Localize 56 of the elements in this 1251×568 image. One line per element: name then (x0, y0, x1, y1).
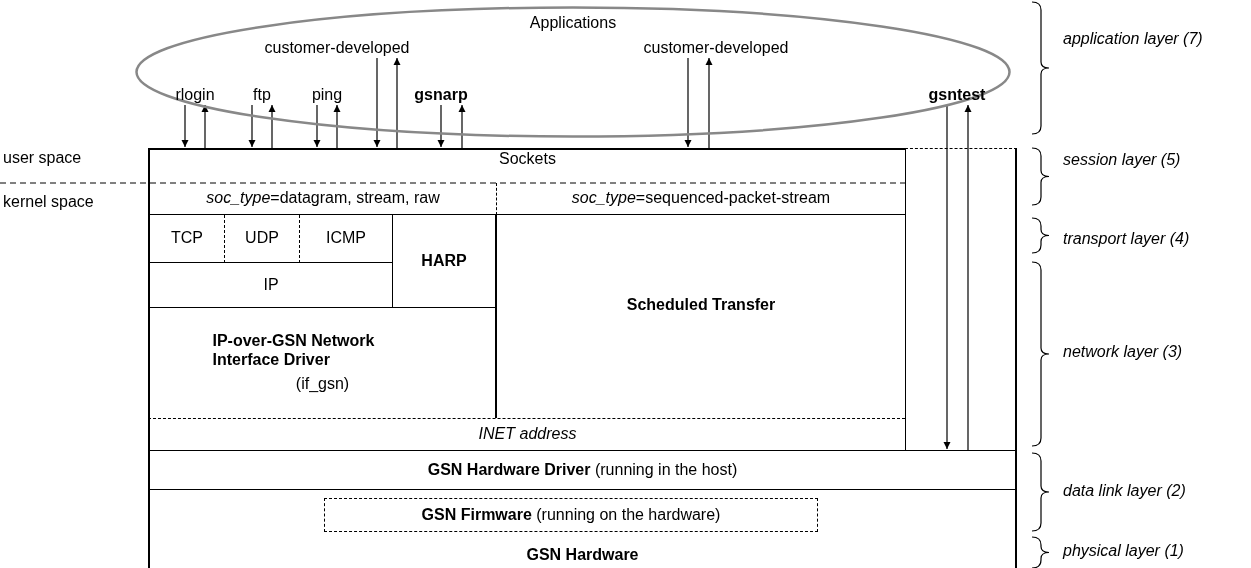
box-label: rlogin (175, 85, 215, 105)
box-label: GSN Hardware Driver (running in the host) (427, 460, 738, 480)
box-label: soc_type=datagram, stream, raw (206, 189, 440, 208)
box-label: customer-developed (643, 38, 789, 58)
arrow (684, 57, 692, 148)
layer-box (148, 148, 905, 183)
layer-box (148, 183, 497, 215)
box-sublabel: (if_gsn) (295, 375, 350, 394)
box-label: ftp (253, 85, 271, 105)
arrow (437, 104, 445, 148)
firmware-box (324, 498, 818, 532)
box-label: TCP (171, 229, 203, 248)
arrow (705, 57, 713, 150)
box-label: ICMP (326, 229, 366, 248)
arrow (393, 57, 401, 150)
arrow (943, 104, 951, 450)
layer-label: transport layer (4) (1063, 230, 1190, 248)
arrow (373, 57, 381, 148)
arrow (964, 104, 972, 452)
box-label: INET address (478, 425, 577, 444)
protocol-box (225, 215, 300, 263)
arrow (333, 104, 341, 150)
box-label: HARP (421, 251, 467, 271)
box-label: IP (263, 275, 279, 295)
arrow (268, 104, 276, 150)
address-box (148, 418, 905, 450)
space-label: kernel space (3, 193, 94, 211)
box-label: IP-over-GSN Network Interface Driver (212, 332, 376, 370)
driver-box (148, 450, 1017, 490)
box-label: Sockets (499, 150, 556, 169)
box-label: Scheduled Transfer (626, 296, 776, 315)
ellipse-node (135, 6, 1011, 138)
protocol-box (392, 215, 495, 308)
layer-label: application layer (7) (1063, 30, 1203, 48)
arrow (458, 104, 466, 150)
layer-label: physical layer (1) (1063, 542, 1184, 560)
box-label: customer-developed (264, 38, 410, 58)
box-label: UDP (245, 229, 279, 248)
box-label: GSN Firmware (running on the hardware) (421, 505, 721, 525)
layer-label: network layer (3) (1063, 343, 1183, 361)
layer-label: session layer (5) (1063, 151, 1181, 169)
box-label: GSN Hardware (526, 545, 639, 564)
arrow (201, 104, 209, 150)
protocol-box (148, 263, 392, 308)
arrow (313, 104, 321, 148)
box-label: soc_type=sequenced-packet-stream (571, 189, 831, 208)
arrow (181, 104, 189, 148)
box-label: gsntest (928, 85, 986, 105)
arrow (248, 104, 256, 148)
box-label: gsnarp (414, 85, 468, 105)
space-label: user space (3, 149, 82, 167)
box-label: ping (311, 85, 343, 105)
hardware-box (148, 490, 1017, 568)
layer-label: data link layer (2) (1063, 482, 1186, 500)
protocol-box (148, 215, 225, 263)
box-label: Applications (529, 14, 617, 33)
